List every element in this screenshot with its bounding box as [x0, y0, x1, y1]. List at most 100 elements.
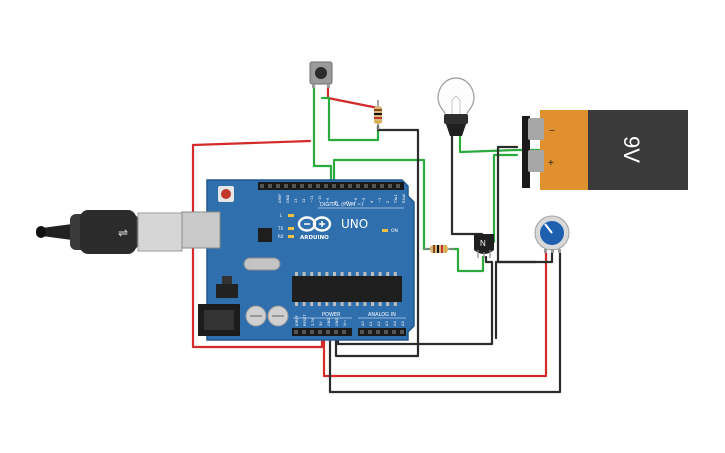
arduino-board[interactable]: L TX RX ON UNO ARDUINO DIGITAL (PWM ~) P…	[181, 179, 415, 341]
chip-pin	[325, 272, 329, 276]
pin-label-power: RESET	[303, 314, 307, 326]
digital-header-hole[interactable]	[260, 184, 264, 188]
power-header-hole[interactable]	[334, 330, 338, 334]
battery-icon[interactable]: − + 9V	[522, 110, 688, 190]
pin-label-power: Vin	[343, 320, 347, 326]
digital-header-label: DIGITAL (PWM ~)	[320, 202, 363, 208]
digital-header-hole[interactable]	[300, 184, 304, 188]
wire-black-bulb[interactable]	[450, 134, 484, 236]
chip-pin	[371, 272, 374, 276]
digital-header-hole[interactable]	[268, 184, 272, 188]
digital-header-hole[interactable]	[380, 184, 384, 188]
pin-label-digital: ~6	[354, 197, 358, 203]
chip-pin	[295, 302, 298, 306]
digital-header	[258, 182, 404, 190]
wire-green-battery[interactable]	[486, 153, 519, 244]
pushbutton-icon[interactable]	[309, 61, 333, 88]
analog-header-hole[interactable]	[360, 330, 364, 334]
chip-pin	[378, 302, 382, 306]
digital-header-hole[interactable]	[356, 184, 360, 188]
battery-minus-terminal[interactable]	[528, 118, 544, 140]
digital-header-hole[interactable]	[332, 184, 336, 188]
wire-green-resistor[interactable]	[320, 96, 380, 142]
pin-label-digital: ~10	[318, 195, 322, 203]
pin-label-power: GND	[327, 318, 331, 326]
header-holes[interactable]	[260, 184, 404, 334]
power-header-hole[interactable]	[318, 330, 322, 334]
analog-header-hole[interactable]	[392, 330, 396, 334]
usb-symbol-icon: ⇌	[118, 226, 128, 240]
led-tx	[288, 227, 294, 230]
chip-pin	[348, 302, 352, 306]
chip-pin	[363, 302, 367, 306]
npn-transistor-icon[interactable]: N	[474, 234, 494, 258]
pin-label-analog: A4	[393, 321, 397, 326]
digital-header-hole[interactable]	[348, 184, 352, 188]
pin-label-power: GND	[335, 318, 339, 326]
digital-header-hole[interactable]	[340, 184, 344, 188]
chip-pin	[378, 272, 382, 276]
pin-label-digital: 4	[370, 200, 374, 203]
wire-red-button[interactable]	[326, 82, 380, 110]
power-header-hole[interactable]	[294, 330, 298, 334]
analog-header-hole[interactable]	[400, 330, 404, 334]
chip-pin	[348, 272, 352, 276]
crystal	[243, 257, 281, 271]
label-rx: RX	[278, 234, 284, 239]
battery-minus-label: −	[549, 126, 555, 137]
wire-red-left[interactable]	[191, 139, 324, 349]
potentiometer-icon[interactable]	[534, 215, 570, 253]
chip-pin	[371, 302, 374, 306]
pin-label-analog: A0	[361, 321, 365, 326]
digital-header-hole[interactable]	[364, 184, 368, 188]
pin-label-analog: A3	[385, 321, 389, 326]
digital-header-hole[interactable]	[388, 184, 392, 188]
resistor-icon[interactable]	[374, 100, 382, 130]
analog-header	[358, 328, 406, 336]
power-header-label: POWER	[322, 312, 341, 318]
pin-label-power: 5V	[319, 321, 323, 326]
pin-label-digital: ~11	[310, 195, 314, 203]
digital-header-hole[interactable]	[284, 184, 288, 188]
digital-header-hole[interactable]	[276, 184, 280, 188]
wire-black-emitter[interactable]	[336, 255, 494, 346]
battery-plus-label: +	[548, 158, 554, 169]
wire-red-pot[interactable]	[322, 250, 548, 378]
wire-black-pot[interactable]	[328, 250, 562, 394]
digital-header-hole[interactable]	[324, 184, 328, 188]
digital-header-hole[interactable]	[292, 184, 296, 188]
power-header-hole[interactable]	[326, 330, 330, 334]
pin-label-digital: ~9	[326, 197, 330, 203]
wire-green-base[interactable]	[448, 247, 485, 273]
pin-label-power: 3.3V	[311, 317, 315, 326]
analog-header-hole[interactable]	[384, 330, 388, 334]
analog-header-hole[interactable]	[368, 330, 372, 334]
power-header-hole[interactable]	[310, 330, 314, 334]
wire-green-button[interactable]	[312, 82, 333, 187]
digital-header-hole[interactable]	[316, 184, 320, 188]
digital-header-hole[interactable]	[372, 184, 376, 188]
power-header-hole[interactable]	[342, 330, 346, 334]
chip-pin	[386, 272, 390, 276]
pin-label-aref: AREF	[278, 194, 282, 203]
analog-header-hole[interactable]	[376, 330, 380, 334]
label-l: L	[280, 213, 283, 218]
usb-cable-icon[interactable]: ⇌	[36, 210, 183, 254]
digital-header-hole[interactable]	[396, 184, 400, 188]
battery-plus-terminal[interactable]	[528, 150, 544, 172]
lightbulb-icon[interactable]	[437, 77, 475, 136]
digital-header-hole[interactable]	[308, 184, 312, 188]
led-rx	[288, 235, 294, 238]
pin-label-digital: RX◂0	[402, 193, 406, 203]
reset-button-cap[interactable]	[221, 189, 231, 199]
resistor-base-icon[interactable]	[424, 245, 454, 253]
pin-label-gnd: GND	[286, 195, 290, 203]
board-model: UNO	[341, 217, 368, 231]
power-header-hole[interactable]	[302, 330, 306, 334]
wire-black-wiper[interactable]	[494, 250, 554, 340]
chip-pin	[295, 272, 298, 276]
pin-label-digital: ~3	[378, 198, 382, 203]
chip-pin	[393, 272, 397, 276]
chip-pin	[355, 272, 359, 276]
